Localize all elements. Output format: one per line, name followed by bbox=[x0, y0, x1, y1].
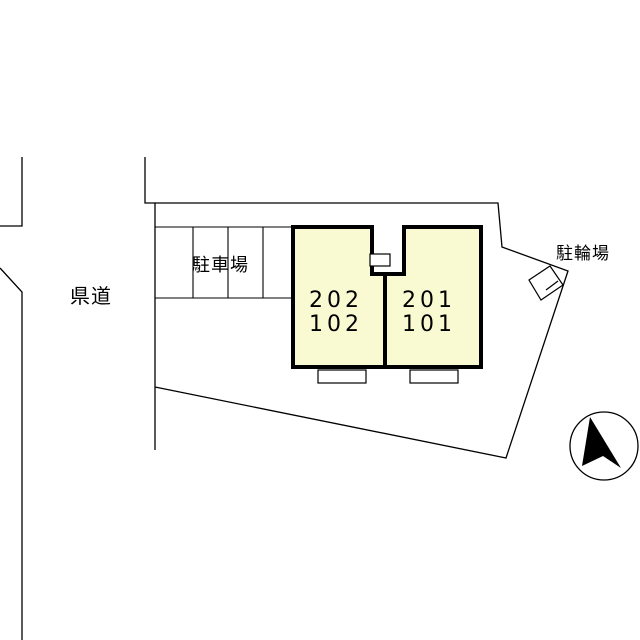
bicycle-shed bbox=[528, 265, 564, 301]
building-right-unit bbox=[383, 225, 483, 369]
unit-number-101: 101 bbox=[402, 312, 456, 337]
building bbox=[291, 225, 483, 369]
building-stair bbox=[369, 253, 391, 267]
building-steps bbox=[317, 369, 459, 384]
road-label: 県道 bbox=[70, 284, 112, 308]
unit-number-202: 202 bbox=[309, 288, 363, 313]
road-edges bbox=[0, 157, 23, 640]
site-boundary bbox=[144, 157, 569, 459]
parking-stalls bbox=[155, 226, 293, 299]
unit-number-201: 201 bbox=[402, 288, 456, 313]
north-arrow-icon bbox=[582, 417, 621, 468]
bicycle-parking-label: 駐輪場 bbox=[556, 244, 610, 264]
parking-label: 駐車場 bbox=[192, 255, 249, 276]
compass bbox=[569, 411, 639, 481]
unit-number-102: 102 bbox=[309, 312, 363, 337]
